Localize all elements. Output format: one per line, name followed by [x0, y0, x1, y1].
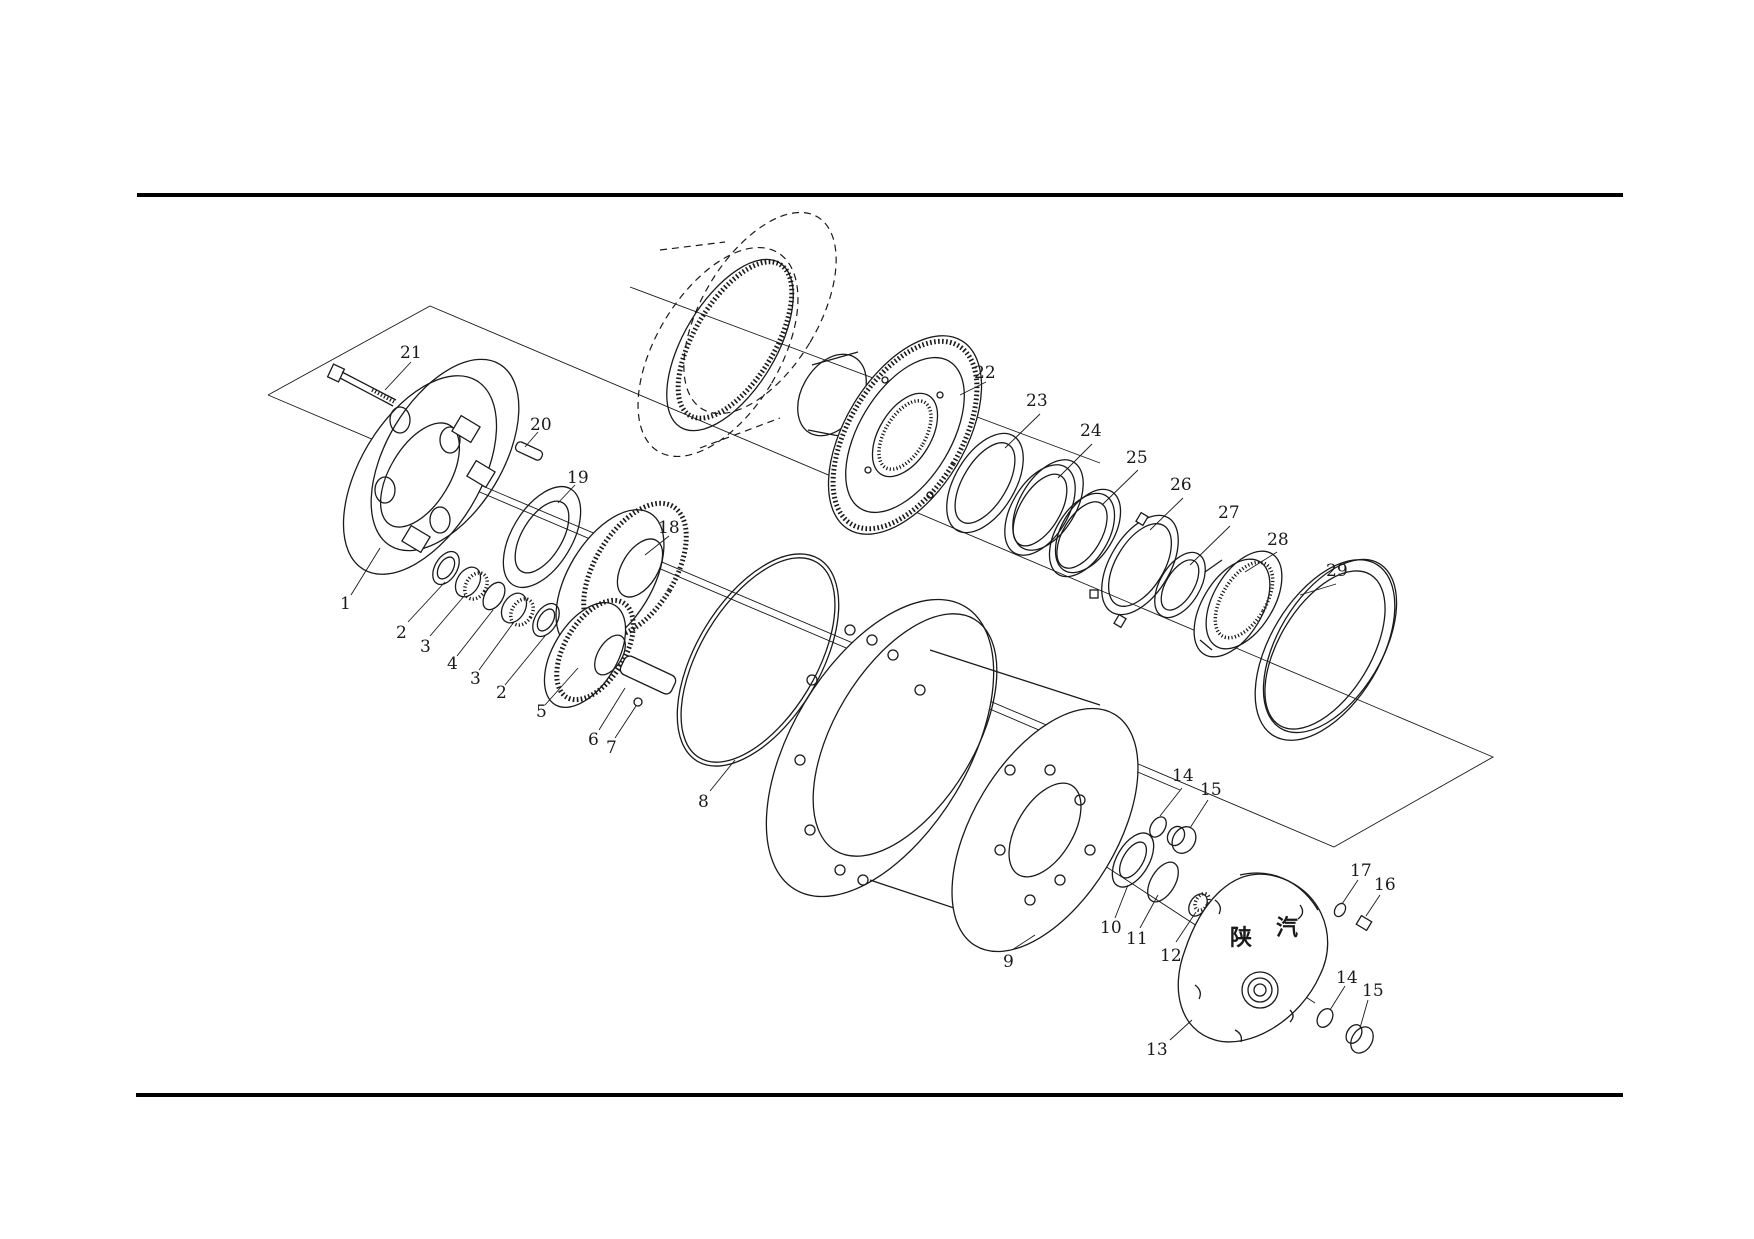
part-15-plug-lower: [1345, 1024, 1374, 1054]
callout-2a: 2: [396, 623, 407, 643]
callout-25: 25: [1126, 448, 1148, 468]
hub-bolt-holes: [794, 624, 1096, 906]
part-1-planet-carrier: [342, 358, 520, 575]
callout-4: 4: [447, 654, 458, 674]
part-21-bolt: [326, 363, 397, 407]
part-26-tab-washer: [1089, 511, 1179, 629]
callout-6: 6: [588, 730, 599, 750]
part-22-sun-carrier-gear: [797, 335, 983, 535]
part-25-bearing: [1048, 488, 1122, 578]
part-14-o-ring-upper: [1149, 816, 1167, 838]
callout-15-upper: 15: [1200, 780, 1222, 800]
callout-27: 27: [1218, 503, 1240, 523]
part-11-circlip: [1147, 861, 1179, 903]
callout-3b: 3: [470, 669, 481, 689]
callout-14-lower: 14: [1336, 968, 1358, 988]
leader-lines: [350, 361, 1381, 1041]
part-13-hub-cover: 陕 汽: [1177, 872, 1329, 1043]
callout-1: 1: [340, 594, 351, 614]
part-16-bolt: [1355, 914, 1373, 932]
callout-21: 21: [400, 343, 422, 363]
callout-16: 16: [1374, 875, 1396, 895]
callout-22: 22: [974, 363, 996, 383]
planet-bearing-set: [432, 550, 560, 638]
callout-24: 24: [1080, 421, 1102, 441]
part-5-planet-gear: [543, 597, 636, 709]
cover-logo-char-2: 汽: [1276, 915, 1298, 941]
part-14-o-ring-lower: [1316, 1008, 1334, 1028]
callout-9: 9: [1003, 952, 1014, 972]
part-9-wheel-hub: [765, 598, 1139, 953]
callout-8: 8: [698, 792, 709, 812]
callout-29: 29: [1326, 561, 1348, 581]
part-28-lock-nut: [1193, 550, 1283, 658]
ring-gear-assembly: [637, 211, 837, 458]
callout-19: 19: [567, 468, 589, 488]
callout-18: 18: [658, 518, 680, 538]
callout-26: 26: [1170, 475, 1192, 495]
callout-28: 28: [1267, 530, 1289, 550]
callout-15-lower: 15: [1362, 981, 1384, 1001]
part-6-planet-shaft: [619, 655, 677, 707]
callout-23: 23: [1026, 391, 1048, 411]
callout-7: 7: [606, 738, 617, 758]
callout-3a: 3: [420, 637, 431, 657]
callout-14-upper: 14: [1172, 766, 1194, 786]
callout-12: 12: [1160, 946, 1182, 966]
part-15-plug-upper: [1166, 825, 1197, 854]
callout-13: 13: [1146, 1040, 1168, 1060]
cover-logo-char-1: 陕: [1230, 925, 1252, 951]
callout-labels: 21 20 19 18 1 2 3 4 3 2 5 6 7 8 22 23 24…: [340, 343, 1396, 1060]
part-17-washer: [1333, 902, 1347, 918]
callout-2b: 2: [496, 683, 507, 703]
part-10-washer: [1111, 832, 1155, 888]
callout-5: 5: [536, 702, 547, 722]
callout-10: 10: [1100, 918, 1122, 938]
callout-11: 11: [1126, 929, 1148, 949]
part-29-oil-seal: [1254, 558, 1398, 741]
callout-20: 20: [530, 415, 552, 435]
callout-17: 17: [1350, 861, 1372, 881]
part-20-pin: [514, 441, 544, 461]
